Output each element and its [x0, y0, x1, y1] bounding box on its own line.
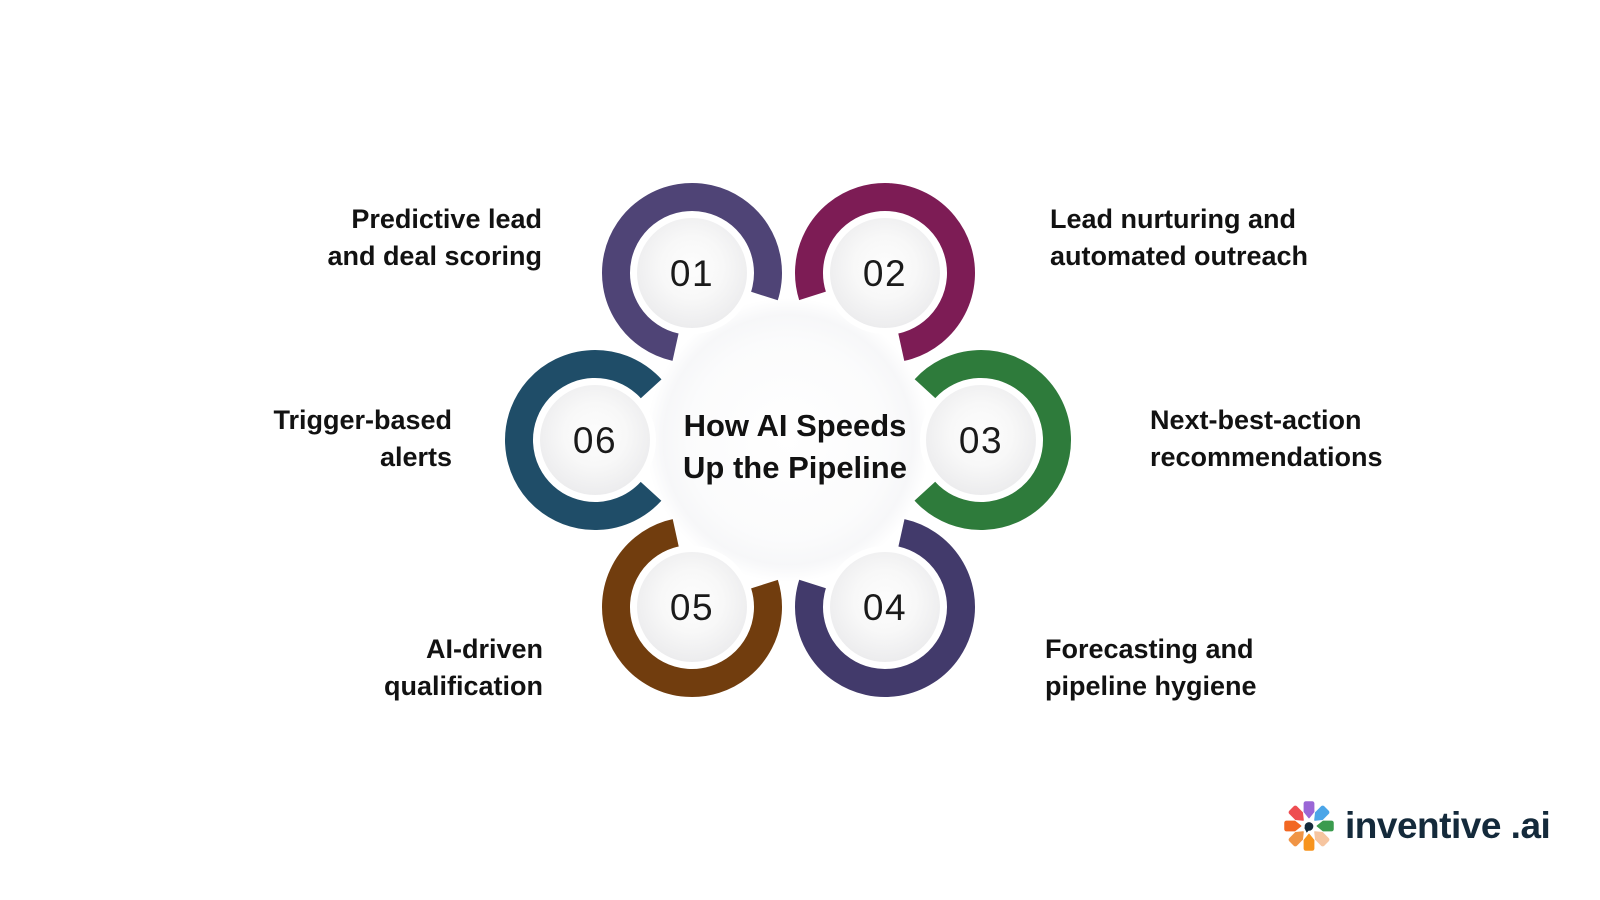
node-02: 02 — [795, 183, 975, 363]
logo-icon-center-tail — [1304, 827, 1310, 833]
node-06: 06 — [505, 350, 685, 530]
node-05: 05 — [602, 517, 782, 697]
node-02-number: 02 — [863, 253, 907, 294]
logo-burst-petals — [1284, 801, 1334, 851]
logo-burst-icon — [1284, 801, 1334, 851]
node-02-ring — [795, 183, 975, 363]
logo: inventive .ai — [1282, 798, 1551, 854]
node-label-01: Predictive lead and deal scoring — [327, 204, 542, 271]
center-cloud — [646, 298, 930, 582]
node-06-number: 06 — [573, 420, 617, 461]
node-03-number: 03 — [959, 420, 1003, 461]
node-03-inner-circle — [926, 385, 1036, 495]
node-label-04: Forecasting and pipeline hygiene — [1045, 634, 1257, 701]
node-label-06: Trigger-based alerts — [273, 405, 452, 472]
node-06-inner-circle — [540, 385, 650, 495]
logo-text: inventive .ai — [1345, 805, 1551, 846]
node-label-02: Lead nurturing and automated outreach — [1050, 204, 1309, 271]
node-05-number: 05 — [670, 587, 714, 628]
diagram-title: How AI Speeds Up the Pipeline — [683, 408, 907, 485]
node-04-inner-circle — [830, 552, 940, 662]
node-05-inner-circle — [637, 552, 747, 662]
node-label-03: Next-best-action recommendations — [1150, 405, 1383, 472]
node-label-05: AI-driven qualification — [383, 634, 543, 701]
node-01-number: 01 — [670, 253, 714, 294]
node-05-ring — [602, 517, 782, 697]
node-02-inner-circle — [830, 218, 940, 328]
node-04-number: 04 — [863, 587, 907, 628]
node-01-inner-circle — [637, 218, 747, 328]
